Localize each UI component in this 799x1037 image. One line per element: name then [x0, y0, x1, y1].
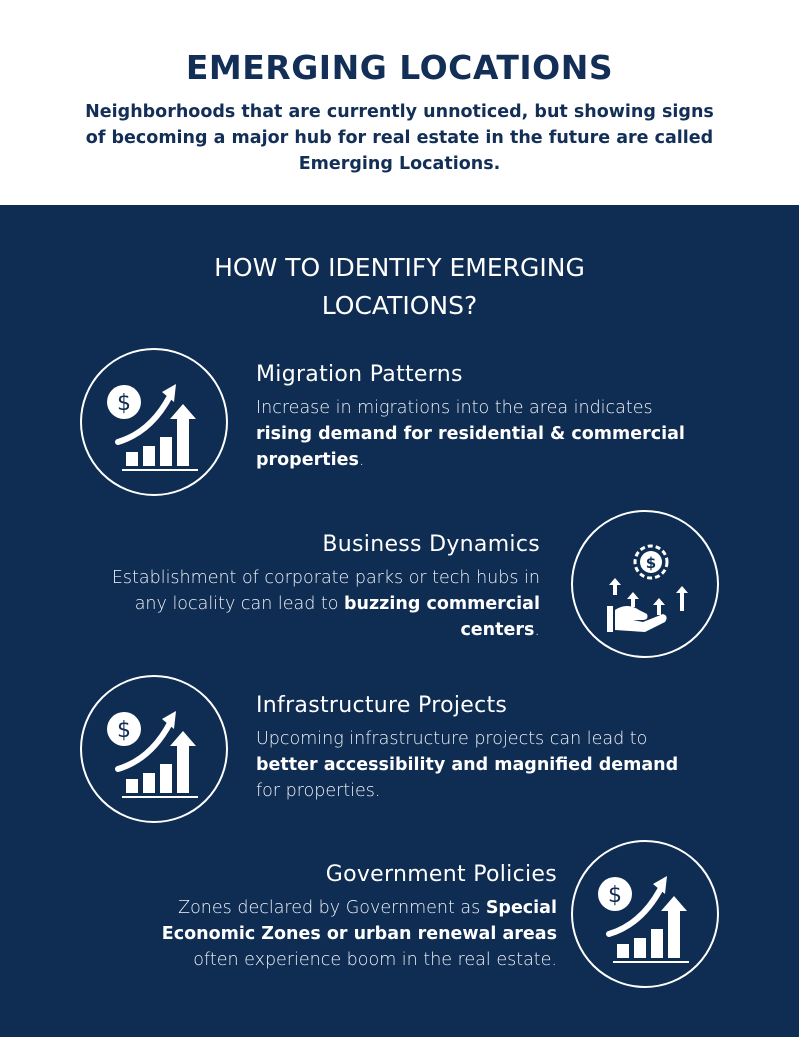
- section-heading-line1: HOW TO IDENTIFY EMERGING: [214, 253, 585, 282]
- body-text: .: [358, 450, 365, 470]
- body-bold: better accessibility and magnified deman…: [256, 755, 679, 775]
- body-text: Increase in migrations into the area ind…: [256, 398, 653, 418]
- item-government-policies: Government Policies Zones declared by Go…: [117, 862, 557, 973]
- item-business-dynamics: Business Dynamics Establishment of corpo…: [100, 532, 540, 643]
- item-title: Business Dynamics: [322, 532, 540, 557]
- page-title: EMERGING LOCATIONS: [185, 48, 614, 87]
- body-text: Upcoming infrastructure projects can lea…: [256, 729, 648, 749]
- body-text: Establishment of corporate parks or tech…: [111, 568, 540, 614]
- svg-text:$: $: [608, 883, 622, 908]
- body-bold: Special Economic Zones or urban renewal …: [161, 898, 557, 944]
- body-text: for properties.: [256, 781, 381, 801]
- body-text: .: [534, 620, 540, 640]
- header: EMERGING LOCATIONS Neighborhoods that ar…: [0, 0, 799, 205]
- growth-chart-icon: $: [571, 840, 719, 988]
- item-body: Establishment of corporate parks or tech…: [100, 565, 540, 643]
- svg-text:$: $: [117, 391, 131, 416]
- growth-chart-icon: $: [80, 348, 228, 496]
- svg-text:$: $: [117, 718, 131, 743]
- page-subtitle: Neighborhoods that are currently unnotic…: [85, 102, 714, 174]
- item-title: Migration Patterns: [256, 362, 463, 387]
- section-heading: HOW TO IDENTIFY EMERGING LOCATIONS?: [0, 249, 799, 325]
- item-title: Infrastructure Projects: [256, 693, 508, 718]
- identify-section: HOW TO IDENTIFY EMERGING LOCATIONS? $ Mi…: [0, 205, 799, 1037]
- item-migration-patterns: Migration Patterns Increase in migration…: [256, 362, 696, 473]
- svg-text:$: $: [646, 554, 656, 572]
- item-body: Zones declared by Government as Special …: [117, 895, 557, 973]
- body-bold: rising demand for residential & commerci…: [256, 424, 685, 470]
- body-text: often experience boom in the real estate…: [193, 950, 557, 970]
- hand-money-growth-icon: $: [571, 510, 719, 658]
- item-body: Increase in migrations into the area ind…: [256, 395, 696, 473]
- body-text: Zones declared by Government as: [178, 898, 486, 918]
- item-title: Government Policies: [325, 862, 557, 887]
- item-infrastructure-projects: Infrastructure Projects Upcoming infrast…: [256, 693, 696, 804]
- body-bold: buzzing commercial centers: [344, 594, 540, 640]
- item-body: Upcoming infrastructure projects can lea…: [256, 726, 696, 804]
- growth-chart-icon: $: [80, 675, 228, 823]
- section-heading-line2: LOCATIONS?: [321, 291, 478, 320]
